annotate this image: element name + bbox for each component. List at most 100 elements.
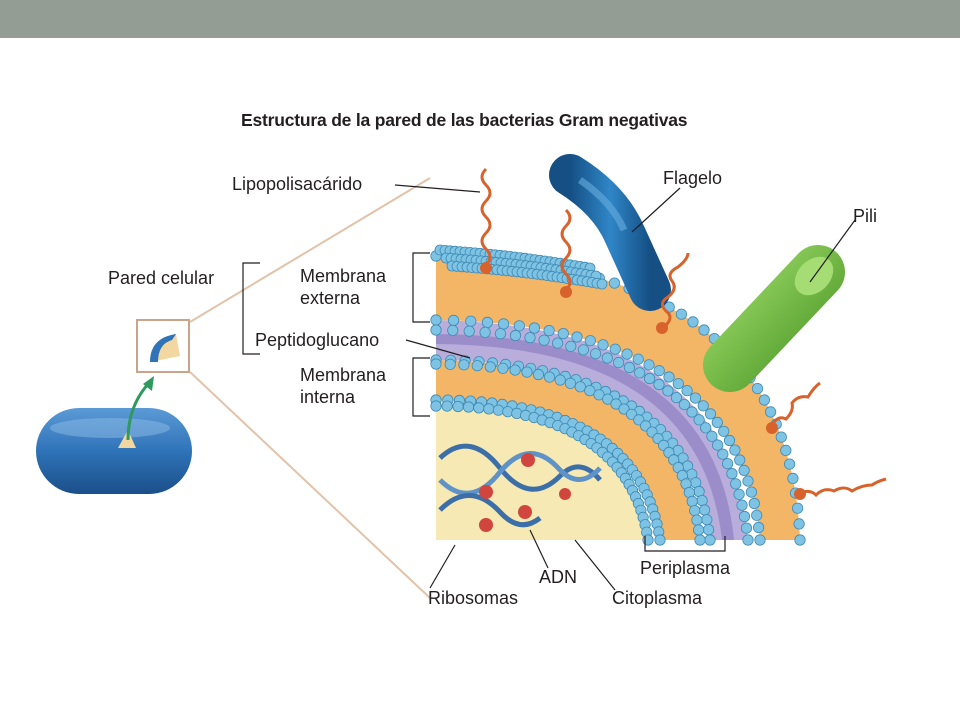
- membrane-head-bead: [642, 534, 654, 546]
- membrane-head-bead: [462, 401, 475, 413]
- membrane-head-bead: [752, 521, 765, 534]
- membrane-heads: [430, 244, 806, 546]
- membrane-head-bead: [463, 325, 475, 337]
- membrane-head-bead: [758, 394, 771, 406]
- membrane-head-bead: [740, 522, 753, 534]
- membrane-head-bead: [557, 327, 569, 340]
- membrane-head-bead: [643, 372, 656, 385]
- membrane-head-bead: [711, 416, 723, 428]
- membrane-head-bead: [742, 534, 754, 546]
- label-membrana-interna-1: Membrana: [300, 365, 387, 385]
- membrane-head-bead: [672, 378, 684, 390]
- membrane-head-bead: [564, 377, 577, 389]
- ribosomes: [479, 453, 571, 532]
- membrane-head-bead: [730, 478, 742, 490]
- brackets: [242, 252, 726, 552]
- membrane-head-bead: [692, 524, 705, 536]
- membrane-head-bead: [700, 422, 712, 434]
- membrane-head-bead: [509, 329, 522, 342]
- label-pili: Pili: [853, 206, 878, 226]
- membrane-head-bead: [689, 504, 701, 517]
- membrane-head-bead: [780, 444, 792, 456]
- membrane-head-bead: [702, 524, 715, 536]
- label-membrana-externa-2: externa: [300, 288, 361, 308]
- membrane-head-bead: [458, 359, 470, 371]
- membrane-head-bead: [734, 454, 746, 466]
- membrane-head-bead: [751, 382, 764, 395]
- membrane-head-bead: [698, 324, 710, 336]
- membrane-head-bead: [528, 322, 541, 334]
- membrane-head-bead: [686, 406, 698, 418]
- membrane-head-bead: [532, 368, 545, 381]
- diagram-title: Estructura de la pared de las bacterias …: [241, 110, 688, 130]
- membrane-head-bead: [494, 328, 507, 340]
- membrane-head-bead: [502, 406, 514, 418]
- membrane-head-bead: [618, 403, 630, 415]
- cell-wall-inset: [136, 319, 190, 373]
- membrane-head-bead: [706, 430, 718, 442]
- membrane-head-bead: [748, 497, 760, 510]
- membrane-head-bead: [764, 406, 777, 418]
- membrane-head-bead: [610, 398, 622, 410]
- membrane-head-bead: [678, 398, 691, 411]
- membrane-head-bead: [793, 518, 805, 530]
- membrane-head-bead: [687, 316, 699, 328]
- membrane-head-bead: [551, 337, 564, 349]
- membrane-head-bead: [441, 400, 453, 412]
- membrane-head-bead: [653, 365, 665, 377]
- membrane-head-bead: [509, 364, 521, 376]
- membrane-head-bead: [670, 391, 683, 404]
- top-banner: [0, 0, 960, 38]
- membrane-head-bead: [691, 514, 703, 526]
- membrane-head-bead: [738, 510, 751, 523]
- arrow-head-icon: [143, 376, 154, 391]
- membrane-head-bead: [497, 318, 510, 330]
- membrane-head-bead: [704, 408, 717, 420]
- membrane-head-bead: [543, 324, 555, 337]
- membrane-head-bead: [632, 353, 644, 365]
- membrane-head-bead: [711, 439, 724, 451]
- membrane-head-bead: [430, 358, 442, 370]
- membrane-head-bead: [473, 402, 485, 414]
- bacterium-cell: [36, 408, 192, 494]
- leader-lines: [394, 184, 856, 591]
- membrane-head-bead: [718, 425, 730, 437]
- membrane-head-bead: [729, 444, 741, 456]
- label-citoplasma: Citoplasma: [612, 588, 703, 608]
- membrane-head-bead: [538, 334, 550, 346]
- label-membrana-externa-1: Membrana: [300, 266, 387, 286]
- membrane-head-bead: [447, 314, 460, 326]
- membrane-head-bead: [742, 475, 754, 487]
- membrane-head-bead: [593, 389, 605, 401]
- membrane-head-bead: [745, 486, 758, 498]
- membrane-head-bead: [696, 494, 708, 507]
- membrane-head-bead: [726, 467, 738, 480]
- membrane-head-bead: [430, 324, 442, 336]
- label-flagelo: Flagelo: [663, 168, 723, 188]
- membrane-head-bead: [521, 366, 533, 378]
- label-ribosomas: Ribosomas: [428, 588, 519, 608]
- membrane-head-bead: [701, 514, 713, 526]
- zoom-connector-lines: [189, 177, 431, 599]
- membrane-head-bead: [452, 400, 464, 413]
- membrane-head-bead: [654, 534, 666, 546]
- membrane-head-bead: [721, 458, 734, 470]
- membrane-head-bead: [698, 504, 711, 516]
- label-pared-celular: Pared celular: [108, 268, 215, 288]
- lps-anchors: [480, 262, 806, 500]
- membrane-head-bead: [524, 332, 536, 344]
- membrane-head-bead: [471, 360, 483, 372]
- membrane-head-bead: [481, 316, 493, 328]
- membrane-head-bead: [602, 393, 614, 405]
- membrane-head-bead: [479, 326, 491, 338]
- membrane-head-bead: [608, 277, 621, 289]
- membrane-head-bead: [597, 339, 609, 351]
- label-lipopolisacarido: Lipopolisacárido: [232, 174, 363, 194]
- label-peptidoglucano: Peptidoglucano: [255, 330, 380, 350]
- pili: [703, 245, 845, 392]
- membrane-head-bead: [643, 359, 655, 371]
- membrane-head-bead: [733, 488, 745, 500]
- membrane-head-bead: [589, 348, 602, 360]
- membrane-head-bead: [783, 458, 796, 470]
- membrane-head-bead: [675, 308, 688, 320]
